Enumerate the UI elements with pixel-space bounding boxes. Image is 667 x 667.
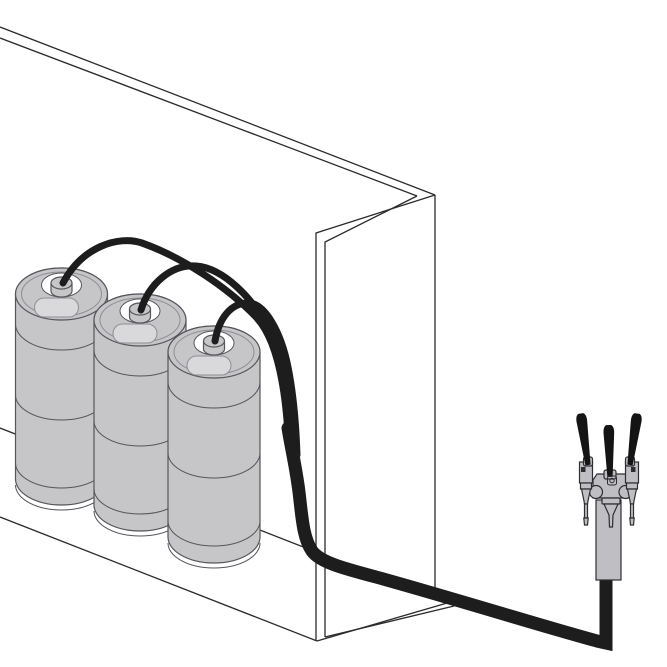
tower-emblem xyxy=(607,475,617,486)
emblem-circle xyxy=(609,477,615,484)
faucet-spout xyxy=(603,503,619,528)
beer-line-3 xyxy=(211,299,301,459)
box-top-outer-edge xyxy=(0,26,436,196)
tap-handle-center xyxy=(603,424,615,478)
beer-line-2 xyxy=(137,262,296,446)
beer-line-bundle xyxy=(281,421,613,652)
tap-handle-right xyxy=(627,413,642,466)
faucet-collar xyxy=(625,482,639,490)
keg-rib-line xyxy=(167,520,261,547)
keg-bottom-chime-line xyxy=(167,542,261,569)
faucet-lever-detail xyxy=(581,467,586,472)
faucet-nozzle-tip xyxy=(629,517,635,526)
box-floor-front-edge xyxy=(0,516,318,642)
keg-handle-slot xyxy=(112,323,158,344)
faucet-spout xyxy=(580,488,592,505)
faucet-nozzle xyxy=(629,503,635,519)
box-bottom-outer-edge xyxy=(316,600,455,642)
keg-2 xyxy=(93,293,187,537)
tap-tower xyxy=(576,413,642,581)
faucet-center xyxy=(601,497,621,528)
faucet-nozzle xyxy=(583,503,589,519)
box-top-inner-edge xyxy=(0,37,418,197)
keg-rib-line xyxy=(167,452,261,479)
keg-handle-slot xyxy=(34,297,79,318)
faucet-nozzle-tip xyxy=(583,517,589,526)
keg-handle-slot xyxy=(186,355,232,376)
box-bottom-inner-edge xyxy=(324,605,455,638)
faucet-right xyxy=(624,461,640,526)
emblem-frame xyxy=(607,475,617,486)
box-wall-inner-edge xyxy=(324,195,418,637)
faucet-lever-detail xyxy=(631,467,636,472)
faucet-collar xyxy=(579,482,593,490)
box-wall-outer-edge xyxy=(315,194,436,641)
keg-chime-line xyxy=(167,381,261,409)
faucet-collar xyxy=(601,497,621,505)
faucet-spout xyxy=(626,488,638,505)
keg-3 xyxy=(167,325,261,569)
faucet-left xyxy=(578,461,594,526)
tap-handle-left xyxy=(576,413,591,466)
beer-lines xyxy=(59,237,613,652)
